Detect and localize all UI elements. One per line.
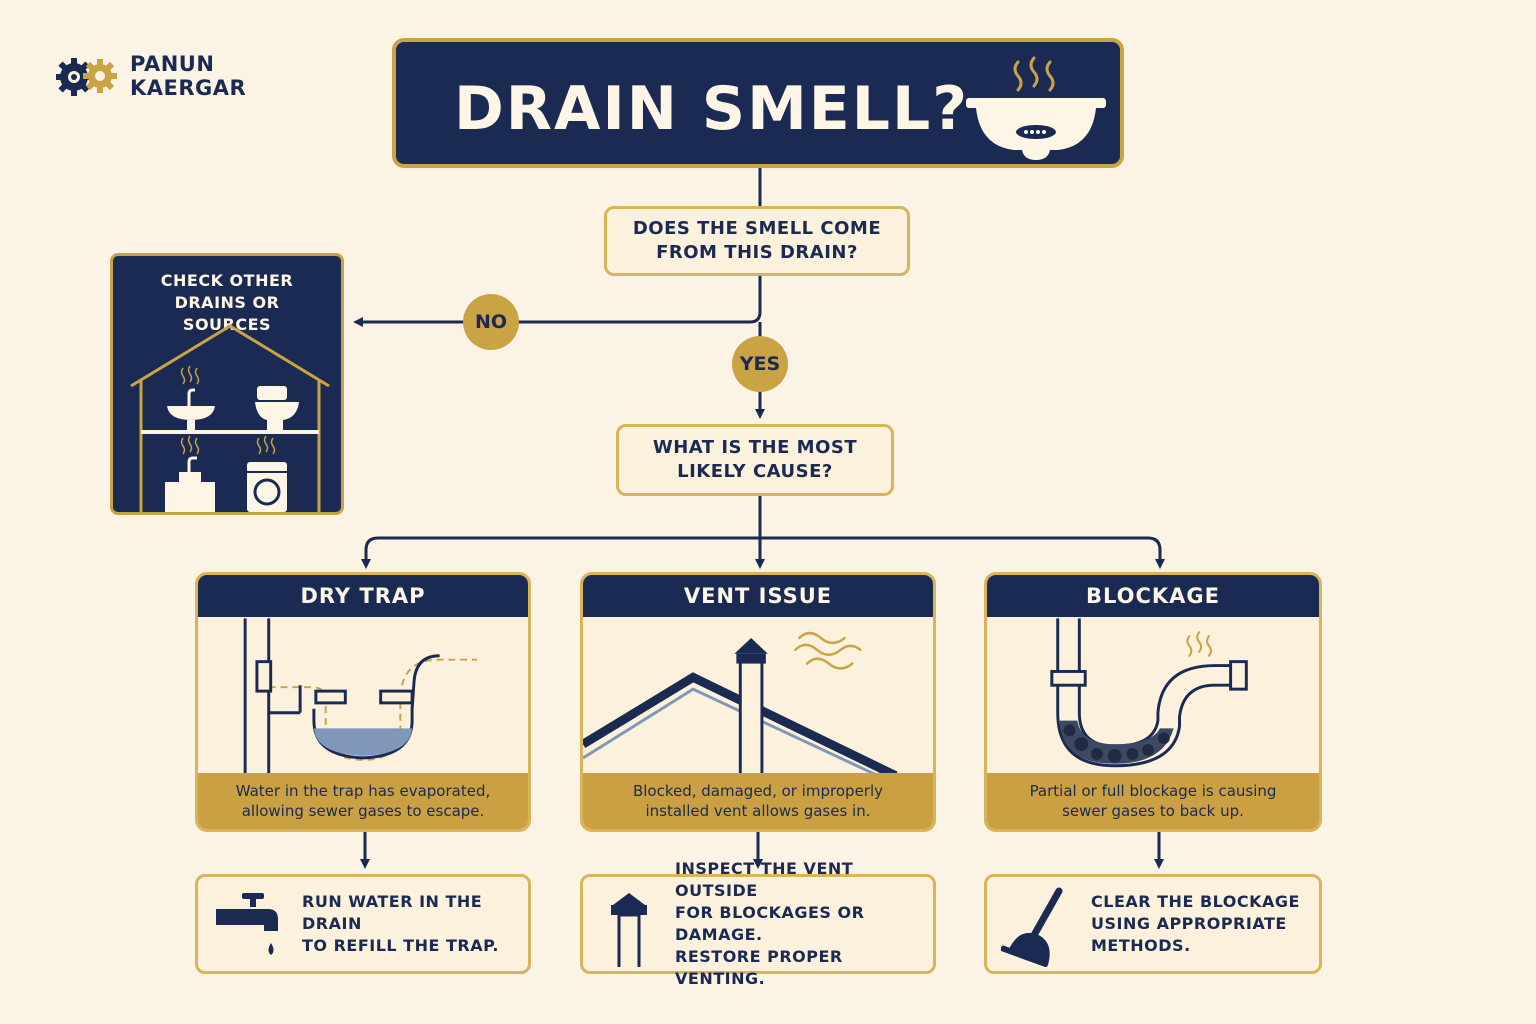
no-label: NO bbox=[474, 311, 508, 333]
action-refill-trap: RUN WATER IN THE DRAIN TO REFILL THE TRA… bbox=[195, 874, 531, 974]
cause-title-blockage: BLOCKAGE bbox=[987, 575, 1319, 617]
dry-trap-pipe-icon bbox=[243, 618, 477, 776]
brand-line1: PANUN bbox=[130, 52, 215, 76]
smelly-sink-icon bbox=[966, 56, 1106, 160]
connector-branch-right bbox=[760, 536, 1165, 569]
cause-desc-vent-issue: Blocked, damaged, or improperly installe… bbox=[583, 773, 933, 829]
page-title: DRAIN SMELL? bbox=[454, 74, 970, 144]
roof-vent-icon bbox=[583, 631, 898, 777]
cause-title-dry-trap: DRY TRAP bbox=[198, 575, 528, 617]
connector-q1-to-no bbox=[353, 276, 762, 327]
brand-logo: PANUN KAERGAR bbox=[55, 52, 256, 102]
action-clear-blockage: CLEAR THE BLOCKAGE USING APPROPRIATE MET… bbox=[984, 874, 1322, 974]
question-likely-cause: WHAT IS THE MOST LIKELY CAUSE? bbox=[616, 424, 894, 496]
house-icon bbox=[130, 324, 330, 512]
brand-line2: KAERGAR bbox=[130, 76, 247, 100]
cause-card-vent-issue: VENT ISSUE Blocked, damaged, or improper… bbox=[580, 572, 936, 832]
plunger-icon bbox=[1001, 887, 1063, 967]
other-sources-box: CHECK OTHER DRAINS OR SOURCES bbox=[110, 253, 344, 515]
cause-desc-blockage: Partial or full blockage is causing sewe… bbox=[987, 773, 1319, 829]
washing-machine-icon bbox=[247, 435, 287, 512]
bathroom-sink-icon bbox=[167, 365, 215, 432]
action-inspect-vent-text: INSPECT THE VENT OUTSIDE FOR BLOCKAGES O… bbox=[675, 859, 865, 988]
gears-icon bbox=[55, 58, 117, 96]
action-inspect-vent: INSPECT THE VENT OUTSIDE FOR BLOCKAGES O… bbox=[580, 859, 936, 988]
no-badge: NO bbox=[463, 294, 519, 350]
question-smell-source: DOES THE SMELL COME FROM THIS DRAIN? bbox=[604, 206, 910, 276]
question-smell-source-text: DOES THE SMELL COME FROM THIS DRAIN? bbox=[632, 218, 882, 263]
other-sources-title: CHECK OTHER DRAINS OR SOURCES bbox=[160, 271, 294, 334]
brand-name: PANUN KAERGAR bbox=[130, 52, 246, 100]
blocked-pipe-icon bbox=[1050, 618, 1248, 768]
cause-card-blockage: BLOCKAGE Partial or full blockage is cau… bbox=[984, 572, 1322, 832]
connector-branch-left bbox=[361, 536, 760, 569]
title-banner: DRAIN SMELL? bbox=[392, 38, 1124, 168]
kitchen-sink-icon bbox=[165, 435, 215, 512]
question-likely-cause-text: WHAT IS THE MOST LIKELY CAUSE? bbox=[652, 437, 858, 482]
faucet-icon bbox=[216, 893, 278, 955]
toilet-icon bbox=[255, 386, 299, 432]
yes-badge: YES bbox=[732, 336, 788, 392]
action-clear-blockage-text: CLEAR THE BLOCKAGE USING APPROPRIATE MET… bbox=[1091, 892, 1300, 955]
cause-desc-dry-trap: Water in the trap has evaporated, allowi… bbox=[198, 773, 528, 829]
cause-card-dry-trap: DRY TRAP Water in the trap has evaporate… bbox=[195, 572, 531, 832]
action-refill-trap-text: RUN WATER IN THE DRAIN TO REFILL THE TRA… bbox=[302, 892, 499, 955]
yes-label: YES bbox=[739, 353, 781, 375]
vent-pipe-icon bbox=[611, 893, 647, 967]
cause-title-vent-issue: VENT ISSUE bbox=[583, 575, 933, 617]
